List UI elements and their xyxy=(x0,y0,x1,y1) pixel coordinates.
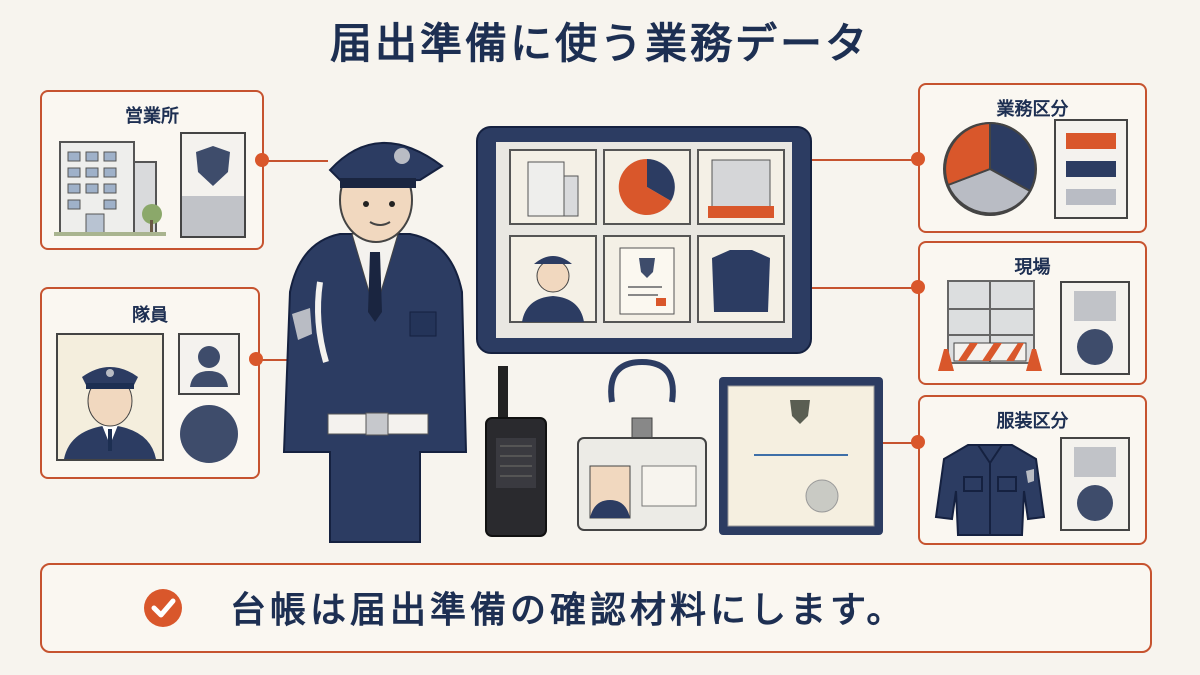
member-label: 隊員 xyxy=(132,305,168,326)
legend-swatches-icon xyxy=(1054,119,1128,219)
page-title: 届出準備に使う業務データ xyxy=(329,19,870,68)
uniform-card-icon xyxy=(1060,437,1130,531)
pie-icon xyxy=(943,121,1037,216)
certificate-icon xyxy=(719,377,883,535)
office-label: 営業所 xyxy=(125,106,179,127)
tablet-icon xyxy=(476,126,812,354)
connector xyxy=(262,160,328,162)
shield-card-icon xyxy=(180,132,246,238)
connector-dot xyxy=(911,435,925,449)
connector-dot xyxy=(911,152,925,166)
guard-figure-icon xyxy=(282,142,468,543)
connector-dot xyxy=(249,352,263,366)
summary-text: 台帳は届出準備の確認材料にします。 xyxy=(230,590,907,631)
guard-portrait-icon xyxy=(56,333,164,461)
summary-banner: 台帳は届出準備の確認材料にします。 xyxy=(40,563,1152,653)
check-icon xyxy=(144,589,182,627)
connector xyxy=(812,287,916,289)
jacket-icon xyxy=(934,444,1046,536)
connector xyxy=(256,359,298,361)
connector-dot xyxy=(911,280,925,294)
category-panel: 業務区分 xyxy=(918,83,1147,233)
id-card-icon xyxy=(577,358,707,531)
site-panel: 現場 xyxy=(918,241,1147,385)
person-icon xyxy=(178,333,240,395)
category-label: 業務区分 xyxy=(996,99,1069,120)
uniform-panel: 服装区分 xyxy=(918,395,1147,545)
uniform-label: 服装区分 xyxy=(996,411,1069,432)
site-card-icon xyxy=(1060,281,1130,375)
connector-dot xyxy=(255,153,269,167)
scaffold-icon xyxy=(938,280,1042,371)
member-panel: 隊員 xyxy=(40,287,260,479)
building-icon xyxy=(54,141,166,236)
site-label: 現場 xyxy=(1014,257,1051,278)
circle-badge-icon xyxy=(180,405,238,463)
connector xyxy=(812,159,916,161)
radio-icon xyxy=(485,366,547,537)
office-panel: 営業所 xyxy=(40,90,264,250)
connector xyxy=(882,442,916,444)
